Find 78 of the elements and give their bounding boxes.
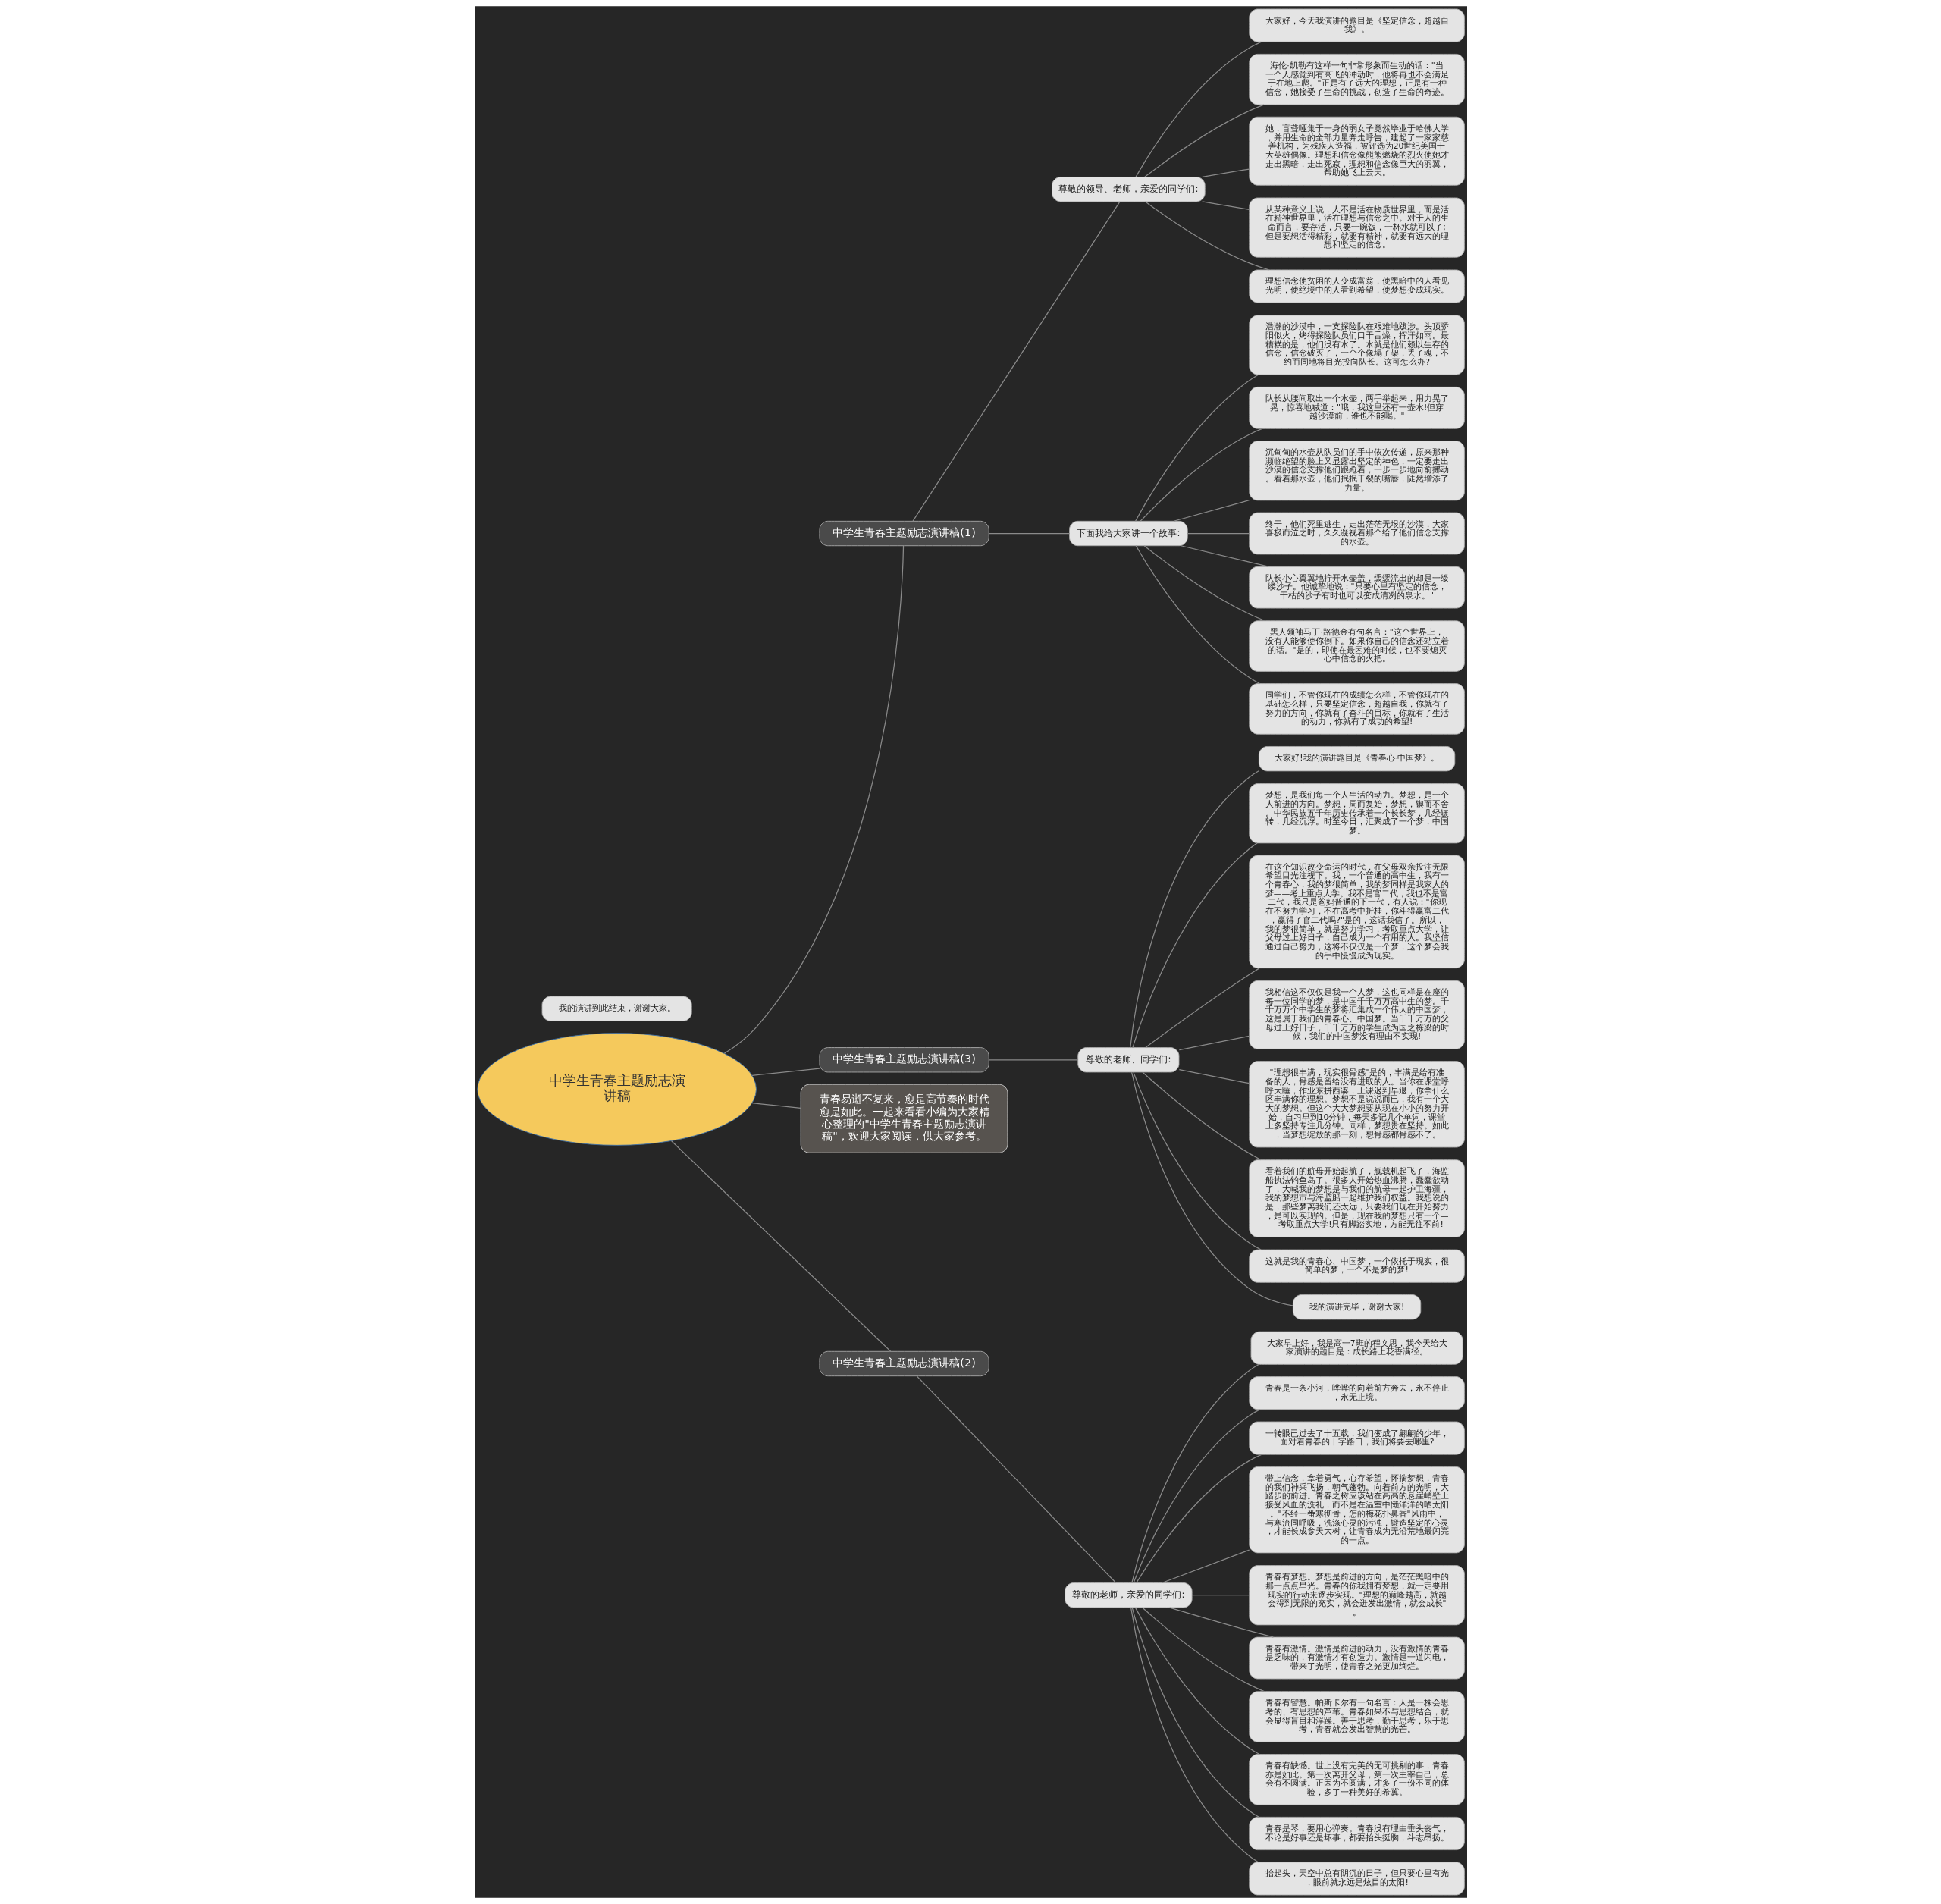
connector — [751, 1068, 820, 1076]
node-box: 同学们，不管你现在的成绩怎么样，不管你现在的基础怎么样，只要坚定信念，超越自我，你就有了努力的方向，你就有了奋斗的目标，你就有了生活的动力，你就有了成功的希望! — [1248, 683, 1465, 735]
connector — [1161, 1549, 1250, 1584]
node-ellipse: 中学生青春主题励志演讲稿 — [476, 1033, 757, 1146]
node-box: 一转眼已过去了十五载，我们变成了翩翩的少年，面对着青春的十字路口，我们将要去哪里? — [1248, 1421, 1465, 1455]
node-box: 中学生青春主题励志演讲稿(2) — [818, 1350, 989, 1377]
node-box: 中学生青春主题励志演讲稿(3) — [818, 1047, 989, 1073]
node-box: 黑人领袖马丁·路德金有句名言："这个世界上，没有人能够使你倒下。如果你自己的信念还站立着的话。"是的，即使在最困难的时候，也不要熄灭心中信念的火把。 — [1248, 620, 1465, 672]
connector — [1144, 968, 1259, 1049]
node-box: 理想信念使贫困的人变成富翁，使黑暗中的人看见光明，使绝境中的人看到希望，使梦想变成现实。 — [1248, 269, 1465, 303]
connector — [1132, 1071, 1262, 1250]
connector — [1143, 104, 1264, 177]
node-box: 队长从腰间取出一个水壶，两手举起来，用力晃了晃，惊喜地喊道："哦，我这里还有一壶水!但穿越沙漠前，谁也不能喝。" — [1248, 386, 1465, 429]
connector — [1135, 1454, 1262, 1583]
connector — [916, 1375, 1116, 1583]
node-box: 队长小心翼翼地拧开水壶盖，缓缓流出的却是一缕缕沙子。他诚挚地说："只要心里有坚定的信念，干枯的沙子有时也可以变成清冽的泉水。" — [1248, 566, 1465, 609]
node-box: 终于，他们死里逃生，走出茫茫无垠的沙漠，大家喜极而泣之时，久久凝视着那个给了他们信念支撑的水壶。 — [1248, 512, 1465, 555]
node-box: "理想很丰满，现实很骨感"是的，丰满是给有准备的人，骨感是留给没有进取的人。当你在课堂呼呼大睡，作业东拼西凑，上课迟到早退，你拿什么区丰满你的理想。梦想不是说说而已，我有一个大大的梦想。但这个大大梦想要从现在小小的努力开始，自习早到10分钟，每天多记几个单词，课堂上多坚持专注几分钟。同样，梦想贵在坚持。如此，当梦想绽放的那一刻，想骨感都骨感不了。 — [1248, 1061, 1465, 1148]
connector — [988, 532, 1070, 535]
node-box: 抬起头，天空中总有阴沉的日子，但只要心里有光，眼前就永远是炫目的太阳! — [1248, 1862, 1465, 1896]
connector — [1131, 1607, 1259, 1818]
connector — [1135, 545, 1260, 685]
node-box: 我相信这不仅仅是我一个人梦，这也同样是在座的每一位同学的梦，是中国千千万万高中生的梦。千千万万个中学生的梦将汇集成一个伟大的中国梦，这是属于我们的青春心、中国梦。当千千万万的父母过上好日子，千千万万的学生成为国之栋梁的时候，我们的中国梦没有理由不实现! — [1248, 980, 1465, 1049]
connector — [723, 545, 904, 1054]
connector — [911, 201, 1120, 522]
node-box: 在这个知识改变命运的时代，在父母双亲投注无限希望目光注视下。我，一个普通的高中生，我有一个青春心，我的梦很简单，我的梦同样是我家人的梦——考上重点大学。我不是官二代，我也不是富二代，我只是爸妈普通的下一代，有人说："你现在不努力学习，不在高考中折桂，你斗得赢富二代，赢得了官二代吗?"是的，这话我信了。所以，我的梦很简单，就是努力学习，考取重点大学，让父母过上好日子，自己成为一个有用的人。我坚信通过自己努力，这将不仅仅是一个梦，这个梦会我的手中慢慢成为现实。 — [1248, 855, 1465, 969]
connector — [1178, 1069, 1250, 1084]
node-box: 青春有智慧。帕斯卡尔有一句名言：人是一株会思考的、有思想的芦苇。青春如果不与思想结合，就会显得盲目和浮躁。善于思考，勤于思考，乐于思考，青春就会发出智慧的光芒。 — [1248, 1691, 1465, 1742]
node-box: 下面我给大家讲一个故事: — [1068, 520, 1188, 547]
connector — [1191, 1595, 1250, 1596]
node-box: 浩瀚的沙漠中，一支探险队在艰难地跋涉。头顶骄阳似火，烤得探险队员们口干舌燥，挥汗如雨。最糟糕的是，他们没有水了。水就是他们赖以生存的信念，信念破灭了，一个个像塌了架，丢了魂，不约而同地将目光投向队长。这可怎么办? — [1248, 315, 1465, 375]
node-box: 青春易逝不复来，愈是高节奏的时代愈是如此。一起来看看小编为大家精心整理的"中学生青春主题励志演讲稿"，欢迎大家阅读，供大家参考。 — [800, 1084, 1008, 1153]
connector — [1130, 1071, 1293, 1306]
node-box: 青春有缺憾。世上没有完美的无可挑剔的事，青春亦是如此。第一次离开父母，第一次主宰自己，总会有不圆满。正因为不圆满，才多了一份不同的体验，多了一种美好的希冀。 — [1248, 1754, 1465, 1805]
node-box: 看着我们的航母开始起航了，舰载机起飞了，海监船执法钓鱼岛了。很多人开始热血沸腾，蠢蠢欲动了，大喊我的梦想是与我们的航母一起护卫海疆，我的梦想市与海监船一起维护我们权益。我想说的是，那些梦离我们还太远，只要我们现在开始努力，是可以实现的。但是，现在我的梦想只有一个——考取重点大学!只有脚踏实地，方能无往不前! — [1248, 1159, 1465, 1237]
connector — [1130, 1607, 1259, 1863]
connector — [1134, 1607, 1260, 1755]
connector — [988, 1059, 1078, 1061]
connector — [1131, 842, 1258, 1049]
connector — [1143, 545, 1265, 622]
node-box: 中学生青春主题励志演讲稿(1) — [818, 520, 989, 547]
connector — [751, 1103, 801, 1109]
node-box: 大家早上好，我是高一7班的程文思，我今天给大家演讲的题目是：成长路上花香满径。 — [1250, 1331, 1463, 1365]
node-box: 我的演讲到此结束，谢谢大家。 — [541, 996, 692, 1021]
connector — [1141, 1071, 1262, 1161]
node-box: 海伦·凯勒有这样一句非常形象而生动的话："当一个人感觉到有高飞的冲动时，他将再也不会满足于在地上爬。"正是有了远大的理想，正是有一种信念，她接受了生命的挑战，创造了生命的奇迹。 — [1248, 53, 1465, 105]
connector — [1133, 1409, 1260, 1583]
connector — [1178, 1035, 1250, 1051]
node-box: 我的演讲完毕，谢谢大家! — [1292, 1294, 1421, 1320]
node-box: 尊敬的领导、老师，亲爱的同学们: — [1051, 177, 1206, 202]
node-box: 尊敬的老师、同学们: — [1077, 1047, 1179, 1073]
connector — [1129, 770, 1259, 1049]
node-box: 从某种意义上说，人不是活在物质世界里，而是活在精神世界里，活在理想与信念之中。对于人的生命而言，要存活，只要一碗饭，一杯水就可以了;但是要想活得精彩，就要有精神，就要有远大的理想和坚定的信念。 — [1248, 197, 1465, 258]
connector — [1168, 1607, 1274, 1638]
connector — [1140, 428, 1262, 522]
node-box: 梦想，是我们每一个人生活的动力。梦想，是一个人前进的方向。梦想，周而复始，梦想，锲而不舍。中华民族五千年历史传承着一个长长梦，几经辗转，几经沉浮。时至今日，汇聚成了一个梦，中国梦。 — [1248, 783, 1465, 844]
connector — [670, 1140, 891, 1352]
node-box: 沉甸甸的水壶从队员们的手中依次传递，原来那种濒临绝望的脸上又显露出坚定的神色，一定要走出沙漠的信念支撑他们踉跄着，一步一步地向前挪动。看着那水壶，他们抿抿干裂的嘴唇，陡然增添了力量。 — [1248, 441, 1465, 501]
node-box: 大家好!我的演讲题目是《青春心·中国梦》。 — [1258, 746, 1455, 772]
node-box: 尊敬的老师，亲爱的同学们: — [1064, 1582, 1193, 1608]
connector — [1134, 374, 1259, 522]
node-box: 这就是我的青春心、中国梦，一个依托于现实，很简单的梦，一个不是梦的梦! — [1248, 1249, 1465, 1283]
connector — [1172, 500, 1250, 522]
connector — [1144, 201, 1269, 271]
node-box: 青春有梦想。梦想是前进的方向，是茫茫黑暗中的那一点点星光。青春的你我拥有梦想，就一定要用现实的行动来逐步实现。"理想的巅峰越高，就越会得到无限的充实，就会迸发出激情，就会成长"。 — [1248, 1565, 1465, 1626]
connector — [1134, 41, 1262, 177]
connector — [1201, 201, 1250, 210]
node-box: 青春是琴，要用心弹奏。青春没有理由垂头丧气，不论是好事还是坏事，都要抬头挺胸，斗志昂扬。 — [1248, 1816, 1465, 1851]
connector — [1141, 1607, 1265, 1692]
node-box: 带上信念，拿着勇气，心存希望，怀揣梦想，青春的我们神采飞扬，朝气蓬勃。向着前方的光明，大踏步的前进。青春之树应该站在高高的悬崖峭壁上接受风血的洗礼，而不是在温室中懒洋洋的晒太阳。"不经一番寒彻骨，怎的梅花扑鼻香"风雨中，与寒流同呼吸，洗涤心灵的污浊，锻造坚定的心灵，才能长成参天大树，让青春成为无沿荒地最闪亮的一点。 — [1248, 1466, 1465, 1554]
node-box: 大家好，今天我演讲的题目是《坚定信念，超越自我》。 — [1248, 8, 1465, 42]
node-box: 青春是一条小河，哗哗的向着前方奔去，永不停止，永无止境。 — [1248, 1376, 1465, 1410]
connector — [1180, 545, 1268, 567]
connector — [1201, 168, 1250, 178]
connector — [1130, 1363, 1259, 1584]
node-box: 她，盲聋哑集于一身的弱女子竟然毕业于哈佛大学，并用生命的全部力量奔走呼告，建起了一家家慈善机构，为残疾人造福，被评选为20世纪美国十大英雄偶像。理想和信念像熊熊燃烧的烈火使她才走出黑暗，走出死寂，理想和信念像巨大的羽翼，帮助她飞上云天。 — [1248, 116, 1465, 186]
node-box: 青春有激情。激情是前进的动力，没有激情的青春是乏味的，有激情才有创造力。激情是一道闪电，带来了光明，使青春之光更加绚烂。 — [1248, 1636, 1465, 1680]
connector — [1187, 532, 1250, 535]
